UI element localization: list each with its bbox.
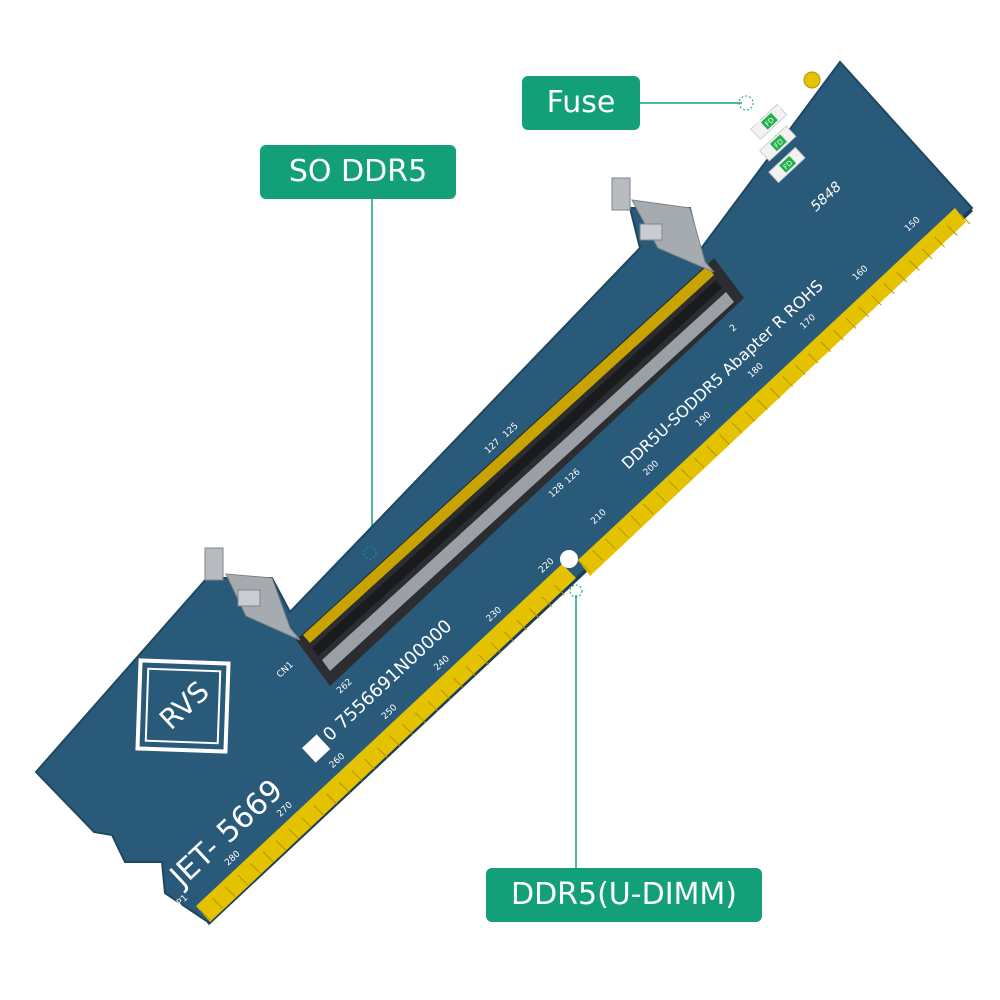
gold-finger-divider bbox=[313, 805, 325, 816]
fuse-marker bbox=[738, 95, 754, 111]
gold-finger-divider bbox=[845, 318, 857, 329]
gold-finger-divider bbox=[756, 399, 768, 410]
slot-marker bbox=[363, 546, 377, 560]
slot-pins-silver bbox=[322, 292, 734, 671]
gold-finger-divider bbox=[794, 364, 806, 376]
gold-finger-divider bbox=[883, 283, 895, 294]
gold-finger-divider bbox=[288, 828, 300, 840]
gold-finger-divider bbox=[592, 550, 604, 561]
gold-finger-divider bbox=[541, 596, 553, 608]
gold-contacts-left bbox=[196, 564, 576, 922]
gold-finger-divider bbox=[338, 782, 350, 793]
gold-finger-divider bbox=[465, 666, 477, 677]
gold-finger-divider bbox=[706, 445, 718, 457]
gold-finger-divider bbox=[655, 492, 667, 503]
gold-finger-divider bbox=[199, 909, 211, 921]
key-notch bbox=[560, 550, 578, 568]
gold-finger-divider bbox=[275, 840, 287, 851]
gold-finger-divider bbox=[870, 294, 882, 306]
gold-finger-divider bbox=[579, 561, 591, 573]
gold-finger-divider bbox=[959, 213, 971, 225]
gold-finger-divider bbox=[820, 341, 832, 352]
gold-finger-divider bbox=[503, 631, 515, 642]
gold-finger-divider bbox=[490, 642, 502, 654]
gold-finger-divider bbox=[351, 770, 363, 782]
gold-finger-divider bbox=[604, 538, 616, 550]
gold-finger-divider bbox=[769, 387, 781, 399]
gold-finger-divider bbox=[617, 526, 629, 538]
gold-contact-fingers bbox=[199, 213, 971, 921]
white-label-box bbox=[302, 734, 331, 763]
slot-pins-gold bbox=[303, 266, 714, 643]
gold-finger-divider bbox=[832, 329, 844, 341]
gold-finger-divider bbox=[262, 851, 274, 863]
gold-finger-divider bbox=[908, 260, 920, 271]
gold-finger-divider bbox=[946, 225, 958, 236]
notch-marker bbox=[569, 584, 583, 598]
gold-finger-divider bbox=[478, 654, 490, 666]
gold-finger-divider bbox=[212, 898, 224, 909]
gold-finger-divider bbox=[402, 724, 414, 735]
gold-finger-divider bbox=[858, 306, 870, 318]
gold-finger-divider bbox=[516, 619, 528, 631]
gold-finger-divider bbox=[414, 712, 426, 724]
gold-finger-divider bbox=[630, 515, 642, 526]
fuse-callout: Fuse bbox=[522, 76, 640, 130]
slot-pin-2: 2 bbox=[728, 323, 739, 334]
gold-finger-divider bbox=[693, 457, 705, 468]
gold-finger-divider bbox=[326, 793, 338, 805]
gold-finger-divider bbox=[440, 689, 452, 700]
gold-finger-divider bbox=[668, 480, 680, 492]
gold-finger-divider bbox=[934, 236, 946, 248]
gold-finger-divider bbox=[364, 758, 376, 770]
gold-finger-divider bbox=[642, 503, 654, 515]
gold-finger-divider bbox=[237, 874, 249, 886]
gold-finger-divider bbox=[744, 410, 756, 422]
slot-groove bbox=[312, 280, 722, 656]
gold-finger-divider bbox=[376, 747, 388, 758]
gold-contacts-right bbox=[578, 208, 966, 576]
gold-finger-divider bbox=[300, 816, 312, 828]
gold-finger-divider bbox=[452, 677, 464, 689]
fuse-f3-label: F3 bbox=[728, 129, 744, 145]
latch-clip-right bbox=[611, 177, 715, 273]
fuse-group: FD FD FD bbox=[749, 103, 806, 184]
gold-finger-divider bbox=[896, 271, 908, 283]
gold-finger-divider bbox=[528, 608, 540, 619]
gold-finger-divider bbox=[731, 422, 743, 434]
gold-finger-divider bbox=[782, 376, 794, 387]
gold-finger-divider bbox=[921, 248, 933, 260]
gold-finger-divider bbox=[718, 434, 730, 445]
gold-finger-divider bbox=[250, 863, 262, 874]
ddr5-udimm-callout: DDR5(U-DIMM) bbox=[486, 868, 762, 922]
gold-finger-divider bbox=[554, 584, 566, 596]
so-ddr5-callout: SO DDR5 bbox=[260, 145, 456, 199]
latch-clip-left bbox=[204, 547, 301, 641]
gold-finger-divider bbox=[389, 735, 401, 747]
gold-finger-divider bbox=[427, 700, 439, 712]
gold-finger-divider bbox=[680, 468, 692, 480]
mounting-hole bbox=[803, 71, 821, 89]
gold-finger-divider bbox=[224, 886, 236, 898]
gold-finger-divider bbox=[807, 352, 819, 364]
